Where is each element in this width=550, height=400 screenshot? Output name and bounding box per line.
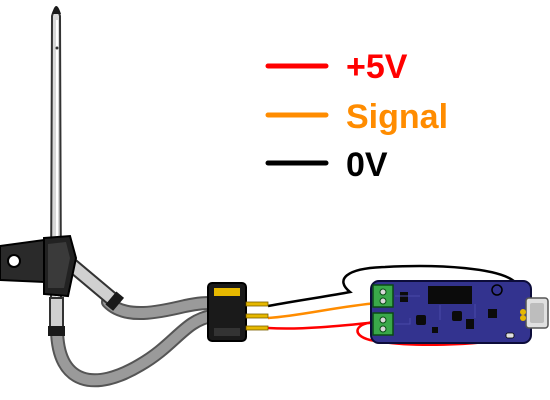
probe-lower-cap <box>48 326 65 336</box>
chip-small-2 <box>416 315 426 325</box>
microcontroller-board <box>370 280 549 344</box>
legend-label-0v: 0V <box>346 146 388 184</box>
bracket-hole <box>7 254 21 268</box>
terminal-screw <box>379 297 387 305</box>
sensor-cables <box>50 295 219 388</box>
terminal-screw <box>379 288 387 296</box>
chip-small-5 <box>488 309 497 318</box>
terminal-screw <box>379 316 387 324</box>
inline-connector <box>207 282 269 342</box>
connector-pin-2 <box>245 313 269 319</box>
chip-small-4 <box>466 319 474 329</box>
chip-small-6 <box>432 327 438 333</box>
connector-pin-1 <box>245 301 269 307</box>
main-chip <box>428 286 472 304</box>
clamp-shine <box>48 242 70 288</box>
connector-pin-3 <box>245 325 269 331</box>
legend: +5V Signal 0V <box>265 48 448 184</box>
cable-upper <box>103 297 217 318</box>
terminal-screws <box>379 288 387 333</box>
usb-port-inner <box>530 303 544 323</box>
terminal-block-bottom <box>372 312 394 336</box>
pad-5v <box>520 315 526 321</box>
terminal-screw <box>379 325 387 333</box>
legend-item-0v: 0V <box>265 146 388 184</box>
probe-tip <box>52 6 61 14</box>
wire-signal <box>267 301 379 320</box>
legend-label-plus5v: +5V <box>346 48 408 86</box>
mounting-bracket <box>0 238 45 284</box>
cable-lower <box>52 311 217 386</box>
side-probe-cap <box>105 291 125 311</box>
terminal-block-top <box>372 284 394 308</box>
status-led <box>505 332 515 339</box>
connector-body <box>207 282 247 342</box>
legend-item-plus5v: +5V <box>265 48 408 86</box>
pcb-traces <box>395 295 476 325</box>
pad-0v <box>520 309 526 315</box>
probe-marker-dot <box>55 46 59 50</box>
connector-latch <box>214 288 240 296</box>
chip-small-3 <box>452 311 462 321</box>
mounting-hole <box>491 284 503 296</box>
chip-small-1 <box>400 292 408 302</box>
legend-label-signal: Signal <box>346 98 448 136</box>
legend-item-signal: Signal <box>265 98 448 136</box>
temperature-probe <box>0 6 125 336</box>
connector-grip <box>214 328 240 336</box>
